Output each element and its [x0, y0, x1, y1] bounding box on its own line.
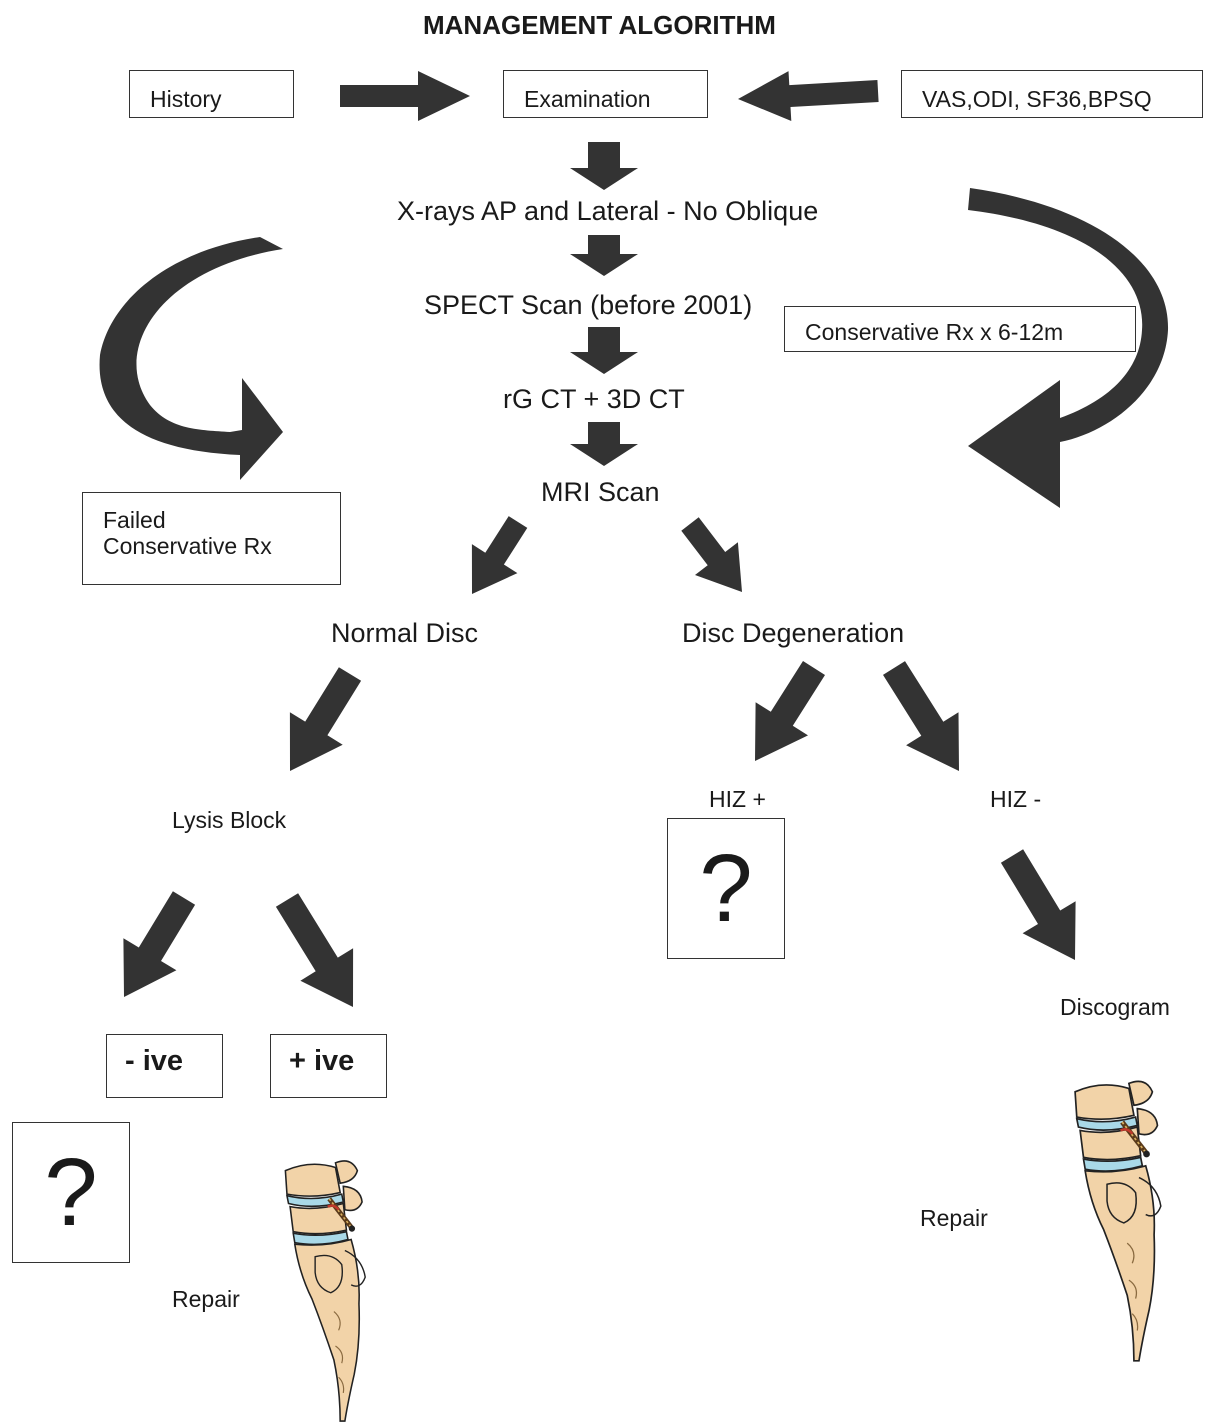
- repair-label-right: Repair: [920, 1205, 988, 1231]
- question-mark: ?: [699, 835, 753, 942]
- curved-arrow-failed-conservative: [99, 237, 283, 480]
- arrow-ct-to-mri: [570, 422, 638, 466]
- positive-result-box: + ive: [270, 1034, 387, 1098]
- arrow-mri-to-normal-disc: [471, 516, 528, 594]
- disc-degeneration-label: Disc Degeneration: [682, 618, 905, 648]
- ct-step: rG CT + 3D CT: [503, 384, 685, 414]
- positive-result-label: + ive: [289, 1045, 355, 1077]
- hiz-negative-label: HIZ -: [990, 786, 1042, 812]
- conservative-rx-label: Conservative Rx x 6-12m: [805, 319, 1064, 345]
- arrow-hiz-negative-to-discogram: [1000, 849, 1076, 960]
- history-box: History: [129, 70, 294, 118]
- arrow-history-to-examination: [340, 71, 470, 121]
- discogram-label: Discogram: [1060, 994, 1170, 1020]
- arrow-spect-to-ct: [570, 327, 638, 374]
- arrow-disc-degeneration-to-hiz-positive: [755, 661, 825, 761]
- examination-box: Examination: [503, 70, 708, 118]
- spine-repair-illustration-left: [285, 1161, 365, 1421]
- repair-label-left: Repair: [172, 1286, 240, 1312]
- failed-conservative-box: Failed Conservative Rx: [82, 492, 341, 585]
- mri-step: MRI Scan: [541, 477, 660, 507]
- failed-conservative-line1: Failed: [103, 507, 166, 533]
- question-mark: ?: [44, 1139, 98, 1246]
- hiz-positive-unknown-box: ?: [667, 818, 785, 959]
- hiz-positive-label: HIZ +: [709, 786, 766, 812]
- negative-unknown-box: ?: [12, 1122, 130, 1263]
- curved-arrow-conservative-rx: [968, 188, 1169, 508]
- examination-label: Examination: [524, 86, 651, 112]
- spine-repair-illustration-right: [1075, 1081, 1161, 1360]
- arrow-normal-disc-to-lysis-block: [289, 667, 362, 771]
- arrow-examination-to-xrays: [570, 142, 638, 190]
- negative-result-label: - ive: [125, 1045, 184, 1077]
- arrow-disc-degeneration-to-hiz-negative: [883, 661, 959, 771]
- arrow-scores-to-examination: [738, 71, 879, 121]
- conservative-rx-box: Conservative Rx x 6-12m: [784, 306, 1136, 352]
- scores-label: VAS,ODI, SF36,BPSQ: [922, 86, 1152, 112]
- diagram-title: MANAGEMENT ALGORITHM: [423, 10, 776, 40]
- arrow-lysis-block-to-positive: [275, 893, 354, 1007]
- negative-result-box: - ive: [106, 1034, 223, 1098]
- normal-disc-label: Normal Disc: [331, 618, 479, 648]
- arrow-xrays-to-spect: [570, 235, 638, 276]
- history-label: History: [150, 86, 222, 112]
- scores-box: VAS,ODI, SF36,BPSQ: [901, 70, 1203, 118]
- spect-step: SPECT Scan (before 2001): [424, 290, 753, 320]
- arrow-lysis-block-to-negative: [123, 891, 196, 997]
- arrow-mri-to-disc-degeneration: [681, 517, 742, 592]
- lysis-block-label: Lysis Block: [172, 807, 287, 833]
- xrays-step: X-rays AP and Lateral - No Oblique: [397, 196, 819, 226]
- failed-conservative-line2: Conservative Rx: [103, 533, 272, 560]
